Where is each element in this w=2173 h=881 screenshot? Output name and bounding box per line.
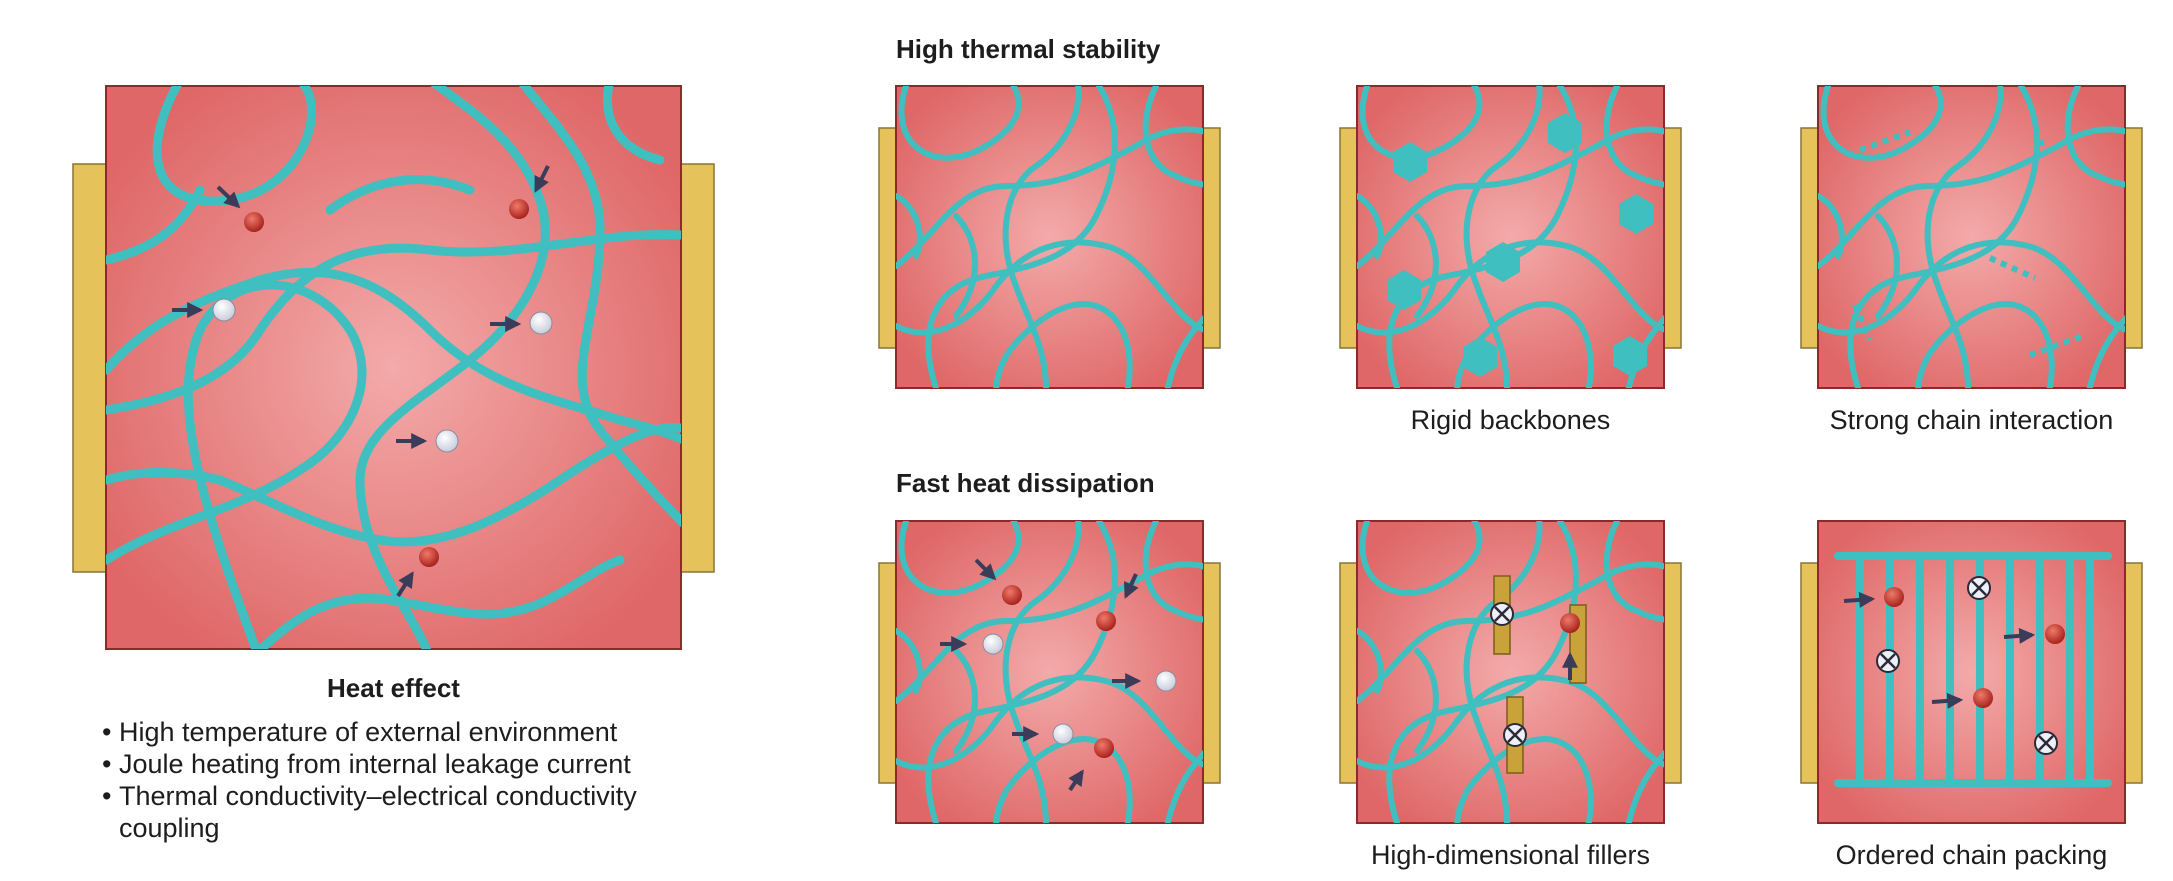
trapped-carrier xyxy=(1875,648,1901,674)
right-electrode xyxy=(1202,562,1221,784)
carriers xyxy=(172,165,553,598)
trapped-carrier xyxy=(1502,722,1528,748)
panel-rigid-backbones xyxy=(1339,85,1682,389)
carriers xyxy=(940,558,1177,792)
electron-carrier xyxy=(509,199,529,219)
caption-high-dimensional-fillers: High-dimensional fillers xyxy=(1370,840,1651,870)
right-electrode xyxy=(1663,562,1682,784)
heat-effect-bullet: High temperature of external environment xyxy=(102,716,742,748)
caption-strong-chain-interaction: Strong chain interaction xyxy=(1829,405,2114,435)
heat-effect-list: High temperature of external environment… xyxy=(102,716,742,844)
left-electrode xyxy=(1800,127,1819,349)
heading-fast-heat-dissipation: Fast heat dissipation xyxy=(896,468,1155,498)
electron-carrier xyxy=(244,212,264,232)
panel-high-dimensional-fillers xyxy=(1339,520,1682,824)
right-electrode xyxy=(680,163,715,573)
panel-heat-dissipation-base xyxy=(878,520,1221,824)
heat-effect-bullet: Thermal conductivity–electrical conducti… xyxy=(102,780,742,844)
right-electrode xyxy=(2124,562,2143,784)
trapped-carrier xyxy=(2033,730,2059,756)
interaction-bond xyxy=(2037,139,2048,156)
left-electrode xyxy=(878,562,897,784)
hole-carrier xyxy=(529,311,553,335)
heading-high-thermal-stability: High thermal stability xyxy=(896,34,1161,64)
right-electrode xyxy=(1663,127,1682,349)
interaction-bond xyxy=(1858,129,1912,153)
hole-carrier xyxy=(212,298,236,322)
electron-carrier xyxy=(419,547,439,567)
panel-strong-chain-interaction xyxy=(1800,85,2143,389)
left-electrode xyxy=(1339,127,1358,349)
left-electrode xyxy=(1800,562,1819,784)
left-electrode xyxy=(1339,562,1358,784)
left-electrode xyxy=(72,163,107,573)
right-electrode xyxy=(2124,127,2143,349)
heat-effect-title: Heat effect xyxy=(327,673,460,703)
caption-rigid-backbones: Rigid backbones xyxy=(1410,405,1611,435)
right-electrode xyxy=(1202,127,1221,349)
interaction-bond xyxy=(2028,332,2087,358)
panel-ordered-chain-packing xyxy=(1800,520,2143,824)
heat-effect-bullet: Joule heating from internal leakage curr… xyxy=(102,748,742,780)
hole-carrier xyxy=(435,429,459,453)
interaction-bond xyxy=(1988,255,2037,281)
trapped-carrier xyxy=(1489,601,1515,627)
panel-thermal-stability-base xyxy=(878,85,1221,389)
caption-ordered-chain-packing: Ordered chain packing xyxy=(1835,840,2108,870)
left-electrode xyxy=(878,127,897,349)
heat-effect-panel xyxy=(72,85,715,650)
trapped-carrier xyxy=(1966,575,1992,601)
